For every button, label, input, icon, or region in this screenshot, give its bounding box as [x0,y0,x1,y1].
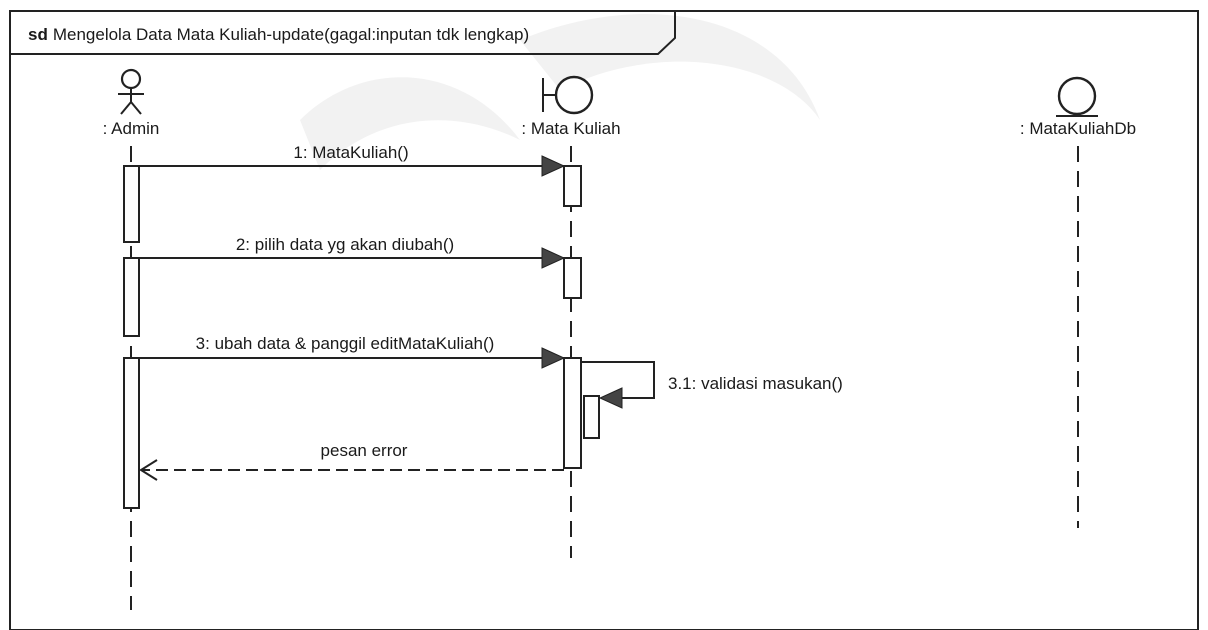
message-label-2: 2: pilih data yg akan diubah() [236,235,454,254]
diagram-frame [9,10,1199,630]
activation-admin-2 [123,257,140,337]
arrowhead-icon [541,347,566,369]
message-return [139,459,564,481]
boundary-icon [542,75,594,115]
lifeline-label-admin: : Admin [103,119,160,138]
activation-boundary-2 [563,257,582,299]
actor-icon [118,68,144,115]
message-label-3: 3: ubah data & panggil editMataKuliah() [196,334,495,353]
message-3 [139,347,566,369]
lifeline-label-boundary: : Mata Kuliah [521,119,620,138]
frame-title-text: Mengelola Data Mata Kuliah-update(gagal:… [53,25,529,44]
frame-keyword: sd [28,25,48,44]
message-label-1: 1: MataKuliah() [293,143,408,162]
message-1 [139,155,566,177]
lifeline-label-entity: : MataKuliahDb [1020,119,1136,138]
frame-title: sd Mengelola Data Mata Kuliah-update(gaga… [28,25,529,44]
activation-boundary-nested [583,395,600,439]
open-arrowhead-icon [139,459,158,481]
message-3-1 [581,361,655,409]
entity-icon [1056,76,1098,117]
watermark [300,14,820,170]
message-label-return: pesan error [321,441,408,460]
message-2 [139,247,566,269]
arrowhead-icon [598,387,623,409]
activation-admin-3 [123,357,140,509]
activation-boundary-3 [563,357,582,469]
activation-admin-1 [123,165,140,243]
frame-title-tab [10,11,676,55]
activation-boundary-1 [563,165,582,207]
arrowhead-icon [541,247,566,269]
message-label-3-1: 3.1: validasi masukan() [668,374,843,393]
arrowhead-icon [541,155,566,177]
